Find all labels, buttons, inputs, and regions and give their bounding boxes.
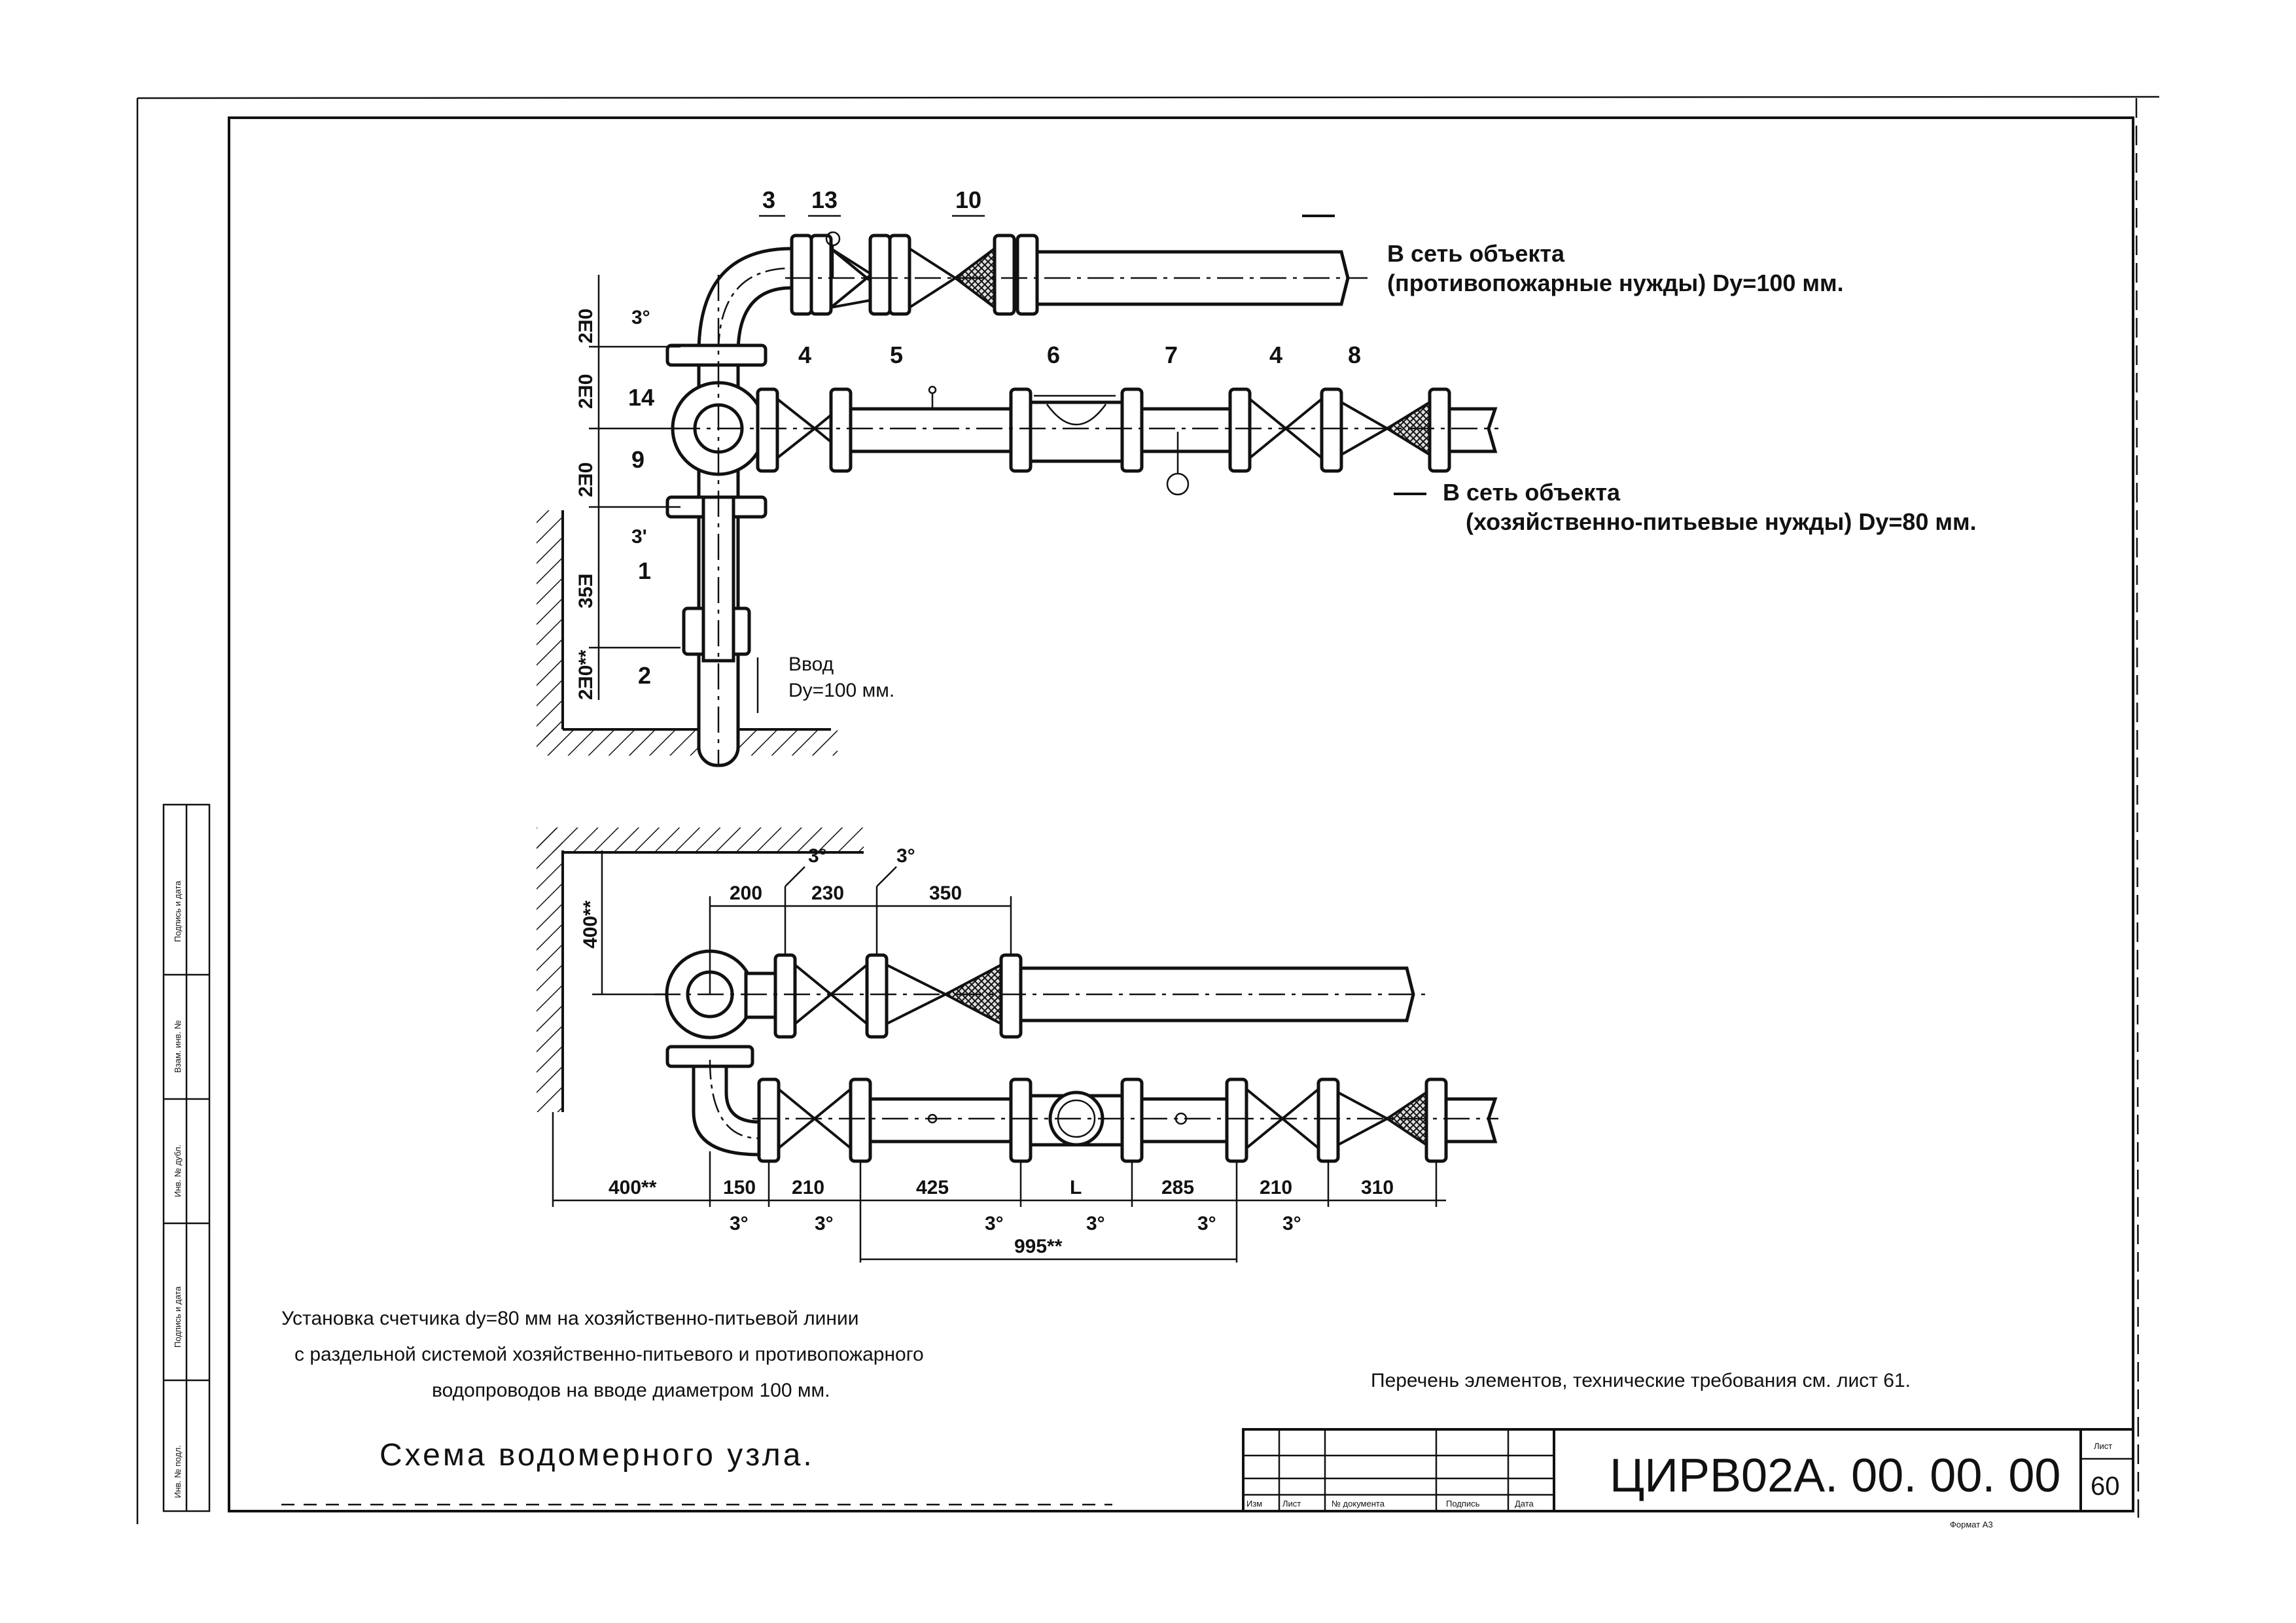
vert-dim-4: 35Ǝ [575,574,597,608]
plan-dim-200: 200 [730,882,762,904]
plan-view [537,828,1498,1163]
reference-note: Перечень элементов, технические требован… [1371,1370,1911,1391]
potable-outlet-line1: В сеть объекта [1443,479,1621,506]
side-stamp-cell-3: Инв. № дубл. [173,1144,183,1197]
designation: ЦИРВ02А. 00. 00. 00 [1610,1450,2060,1502]
plan-dim-210a: 210 [792,1177,824,1198]
vert-dim-2: 2Ǝ0 [575,374,597,409]
sheet-number: 60 [2091,1472,2120,1501]
tb-col-date: Дата [1515,1499,1534,1509]
plan-angle-b2: 3° [815,1213,834,1234]
fire-outlet-line1: В сеть объекта [1387,240,1565,267]
plan-dim-995: 995** [1014,1236,1063,1257]
vert-dim-1: 2Ǝ0 [575,309,597,343]
plan-angle-b3: 3° [985,1213,1004,1234]
plan-angle-1: 3° [808,845,827,867]
sheet-frame [136,96,2160,1524]
vert-dim-3: 2Ǝ0 [575,462,597,497]
callout-4a: 4 [798,341,811,368]
callout-6: 6 [1047,341,1060,368]
callout-9: 9 [631,446,645,473]
plan-dim-425: 425 [916,1177,949,1198]
side-stamp-cell-4: Подпись и дата [173,1286,183,1348]
plan-dim-230: 230 [811,882,844,904]
outlet-notes: В сеть объекта (противопожарные нужды) D… [1387,240,1977,535]
callout-8: 8 [1348,341,1361,368]
side-stamp-cell-5: Инв. № подл. [173,1445,183,1498]
plan-angle-b5: 3° [1197,1213,1216,1234]
inlet-dn: Dy=100 мм. [788,680,894,701]
tb-col-izm: Изм [1246,1499,1262,1509]
plan-angle-b4: 3° [1086,1213,1105,1234]
plan-dim-285: 285 [1161,1177,1194,1198]
callout-13: 13 [811,186,838,213]
plan-angle-b1: 3° [730,1213,749,1234]
fire-outlet-line2: (противопожарные нужды) Dy=100 мм. [1387,270,1844,296]
tb-col-doc: № документа [1332,1499,1385,1509]
potable-outlet-line2: (хозяйственно-питьевые нужды) Dy=80 мм. [1466,508,1977,535]
callout-2: 2 [638,662,651,689]
caption-line1: Установка счетчика dy=80 мм на хозяйстве… [281,1308,859,1329]
vert-dim-5: 2Ǝ0** [575,650,597,700]
plan-dim-L: L [1070,1177,1082,1198]
caption-line2: с раздельной системой хозяйственно-питье… [294,1344,924,1365]
tb-col-sign: Подпись [1446,1499,1480,1509]
plan-dim-310: 310 [1361,1177,1394,1198]
sheet-label: Лист [2094,1441,2112,1451]
callout-3: 3 [762,186,775,213]
plan-dim-400: 400** [609,1177,657,1198]
side-stamp: Подпись и дата Взам. инв. № Инв. № дубл.… [162,803,211,1512]
side-stamp-cell-2: Взам. инв. № [173,1020,183,1073]
elevation-view [537,215,1498,767]
plan-dimensions: 200 230 350 3° 3° 400** 400** 150 210 42… [552,845,1446,1263]
caption: Установка счетчика dy=80 мм на хозяйстве… [281,1308,924,1473]
side-stamp-cell-1: Подпись и дата [173,881,183,942]
callout-10: 10 [955,186,981,213]
tb-col-list: Лист [1282,1499,1301,1509]
title-block: Изм Лист № документа Подпись Дата ЦИРВ02… [1242,1428,2134,1529]
caption-line3: водопроводов на вводе диаметром 100 мм. [432,1380,830,1401]
callout-7: 7 [1165,341,1178,368]
plan-dim-150: 150 [723,1177,756,1198]
callout-4b: 4 [1269,341,1282,368]
plan-dim-350: 350 [929,882,962,904]
inlet-label: Ввод [788,654,834,675]
plan-angle-b6: 3° [1282,1213,1301,1234]
plan-dim-400-vert: 400** [580,900,601,949]
format-label: Формат А3 [1950,1520,1993,1529]
angle-mark-mid: 3' [631,526,647,548]
angle-mark-top: 3° [631,307,650,328]
drawing-title: Схема водомерного узла. [380,1438,815,1473]
elevation-labels: 3 13 10 4 5 6 7 4 8 14 9 1 2 3° 3' 2Ǝ0 2… [575,186,1361,713]
callout-1: 1 [638,557,651,584]
plan-dim-210b: 210 [1260,1177,1292,1198]
callout-5: 5 [890,341,903,368]
callout-14: 14 [628,384,654,411]
plan-angle-2: 3° [896,845,915,867]
